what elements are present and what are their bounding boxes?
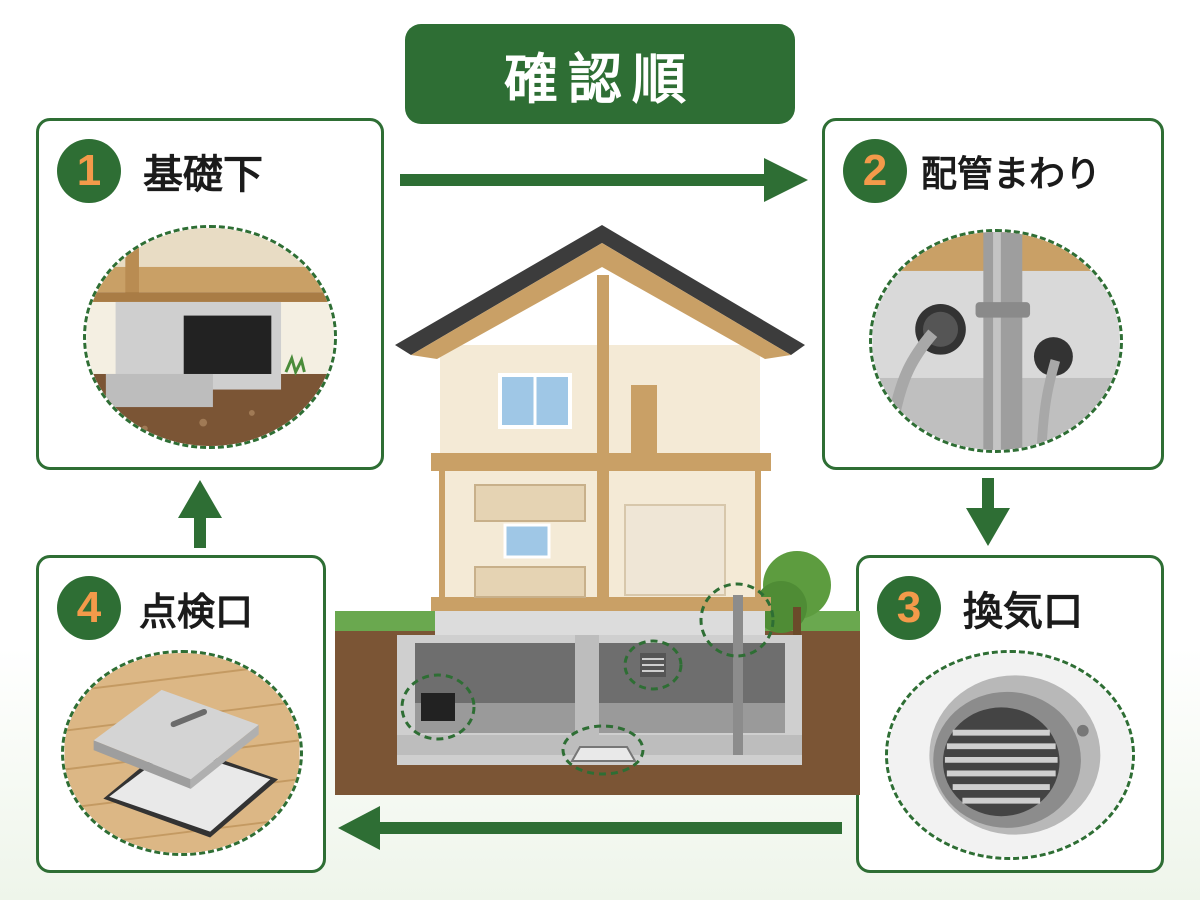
step-number-3: 3 [877,576,941,640]
step-label-3: 換気口 [963,589,1083,635]
step-label-4: 点検口 [139,589,254,634]
step-card-4: 4 点検口 [36,555,326,873]
step-header-1: 1 基礎下 [57,139,263,203]
step-number-1: 1 [57,139,121,203]
title-banner: 確認順 [405,24,795,124]
step-label-1: 基礎下 [143,152,263,198]
arrow-up-icon [178,480,222,548]
title-text: 確認順 [504,47,696,111]
inspection-hatch-icon [61,650,303,856]
step-header-2: 2 配管まわり [843,139,1101,203]
arrow-down-icon [966,478,1010,546]
pipe-icon [869,229,1123,453]
step-header-4: 4 点検口 [57,576,253,640]
step-number-2: 2 [843,139,907,203]
step-header-3: 3 換気口 [877,576,1083,640]
step-label-2: 配管まわり [921,154,1102,195]
vent-icon [885,650,1135,860]
house-cross-section-illustration [335,225,860,795]
arrow-right-icon [400,158,808,202]
step-card-2: 2 配管まわり [822,118,1164,470]
step-card-1: 1 基礎下 [36,118,384,470]
step-card-3: 3 換気口 [856,555,1164,873]
step-number-4: 4 [57,576,121,640]
arrow-left-icon [338,806,842,850]
foundation-icon [83,225,337,449]
